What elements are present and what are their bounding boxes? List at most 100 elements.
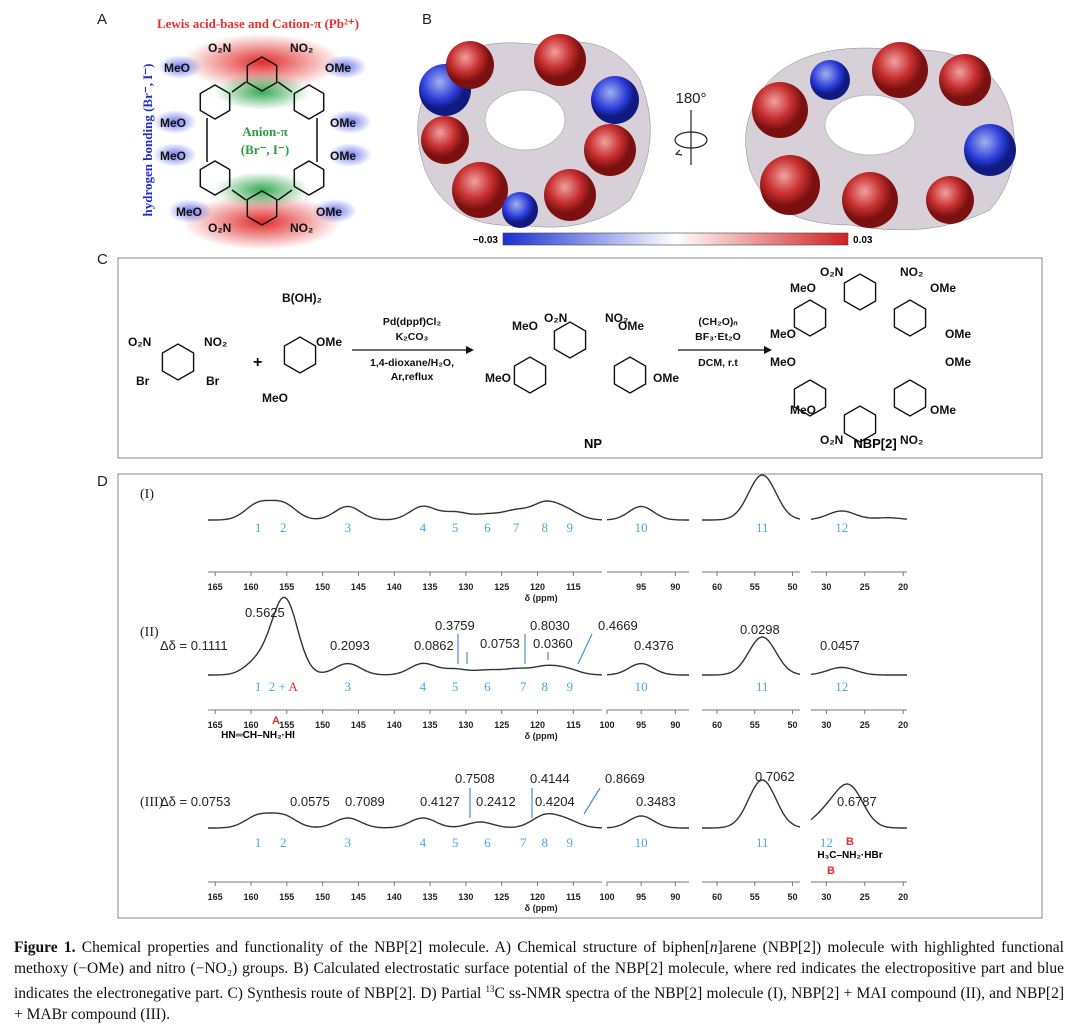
benzene-ring	[246, 190, 278, 226]
delta-value: 0.4204	[535, 794, 575, 809]
compound-a-mark: A	[272, 715, 280, 727]
spectrum-name: (III)	[140, 795, 164, 810]
blue-glow	[153, 143, 197, 167]
tick-label: 50	[787, 582, 797, 592]
delta-value: 0.3483	[636, 794, 676, 809]
benzene-ring	[513, 356, 547, 394]
lewis-acid-title: Lewis acid-base and Cation-π (Pb²⁺)	[157, 16, 359, 31]
tick-label: 90	[670, 892, 680, 902]
spectrum-line	[208, 596, 603, 676]
blue-glow	[168, 199, 212, 223]
rotation-label: 180°	[675, 90, 706, 107]
bond	[231, 81, 247, 93]
nbp-ome: OMe	[930, 281, 956, 295]
peak-label: 11	[756, 835, 769, 850]
nbp2-structure	[199, 56, 325, 226]
tick-label: 160	[243, 720, 258, 730]
red-highlight-bottom	[182, 194, 342, 250]
tick-label: 140	[387, 582, 402, 592]
colorbar-min: −0.03	[473, 235, 499, 246]
tick-label: 155	[279, 892, 294, 902]
peak-label: 4	[420, 835, 427, 850]
benzene-ring	[293, 84, 325, 120]
peak-label: 3	[344, 835, 351, 850]
delta-value: 0.0862	[414, 638, 454, 653]
hydrogen-bonding-label: hydrogen bonding (Br⁻, I⁻)	[140, 64, 155, 217]
np-meo: MeO	[512, 319, 538, 333]
delta-value: 0.2093	[330, 638, 370, 653]
benzene-ring	[843, 273, 877, 311]
step1-catalyst: Pd(dppf)Cl₂	[383, 316, 442, 328]
tick-label: 30	[821, 892, 831, 902]
tick-label: 140	[387, 720, 402, 730]
peak-label: 10	[635, 835, 648, 850]
delta-value: 0.0753	[480, 636, 520, 651]
peak-label: 8	[541, 679, 548, 694]
rotate-arrow-icon	[674, 110, 708, 165]
peak-label: 4	[420, 520, 427, 535]
compound-a-structure: HN═CH–NH₂·HI	[221, 730, 295, 741]
green-highlight-bottom	[214, 172, 310, 208]
tick-label: 20	[898, 582, 908, 592]
tick-label: 60	[712, 892, 722, 902]
tick-label: 135	[423, 582, 438, 592]
tick-label: 55	[750, 720, 760, 730]
tick-label: 130	[458, 892, 473, 902]
tick-label: 120	[530, 892, 545, 902]
panel-c: C O₂N NO₂ Br Br + B(OH)₂ OMe MeO Pd(dppf…	[97, 251, 1043, 459]
tick-label: 165	[208, 582, 223, 592]
panel-b: B 180° −0.03 0.03	[417, 11, 1016, 246]
delta-value: 0.0298	[740, 622, 780, 637]
tick-label: 165	[208, 720, 223, 730]
delta-value: 0.7089	[345, 794, 385, 809]
nbp-ome: OMe	[945, 327, 971, 341]
compound-b-mark: B	[846, 836, 854, 848]
step1-base: K₂CO₃	[396, 331, 429, 343]
blue-glow	[328, 110, 372, 134]
delta-value: 0.5625	[245, 605, 285, 620]
tick-label: 145	[351, 582, 366, 592]
shift-arrow	[583, 787, 601, 815]
delta-value: Δδ = 0.0753	[160, 794, 231, 809]
nbp-ome: OMe	[945, 355, 971, 369]
bond	[231, 189, 247, 201]
spectrum-line	[702, 779, 801, 829]
spectrum-line	[606, 662, 689, 676]
tick-label: 145	[351, 892, 366, 902]
tick-label: 95	[636, 892, 646, 902]
peak-label: 6	[484, 520, 491, 535]
blue-glow	[313, 199, 357, 223]
tick-label: 115	[566, 720, 581, 730]
ome-label: OMe	[316, 205, 342, 219]
meo-label: MeO	[160, 116, 186, 130]
benzene-ring	[293, 160, 325, 196]
nbp-o2n: O₂N	[820, 265, 843, 279]
peak-label: 5	[452, 835, 459, 850]
peak-label: 9	[567, 679, 574, 694]
panel-a: A Lewis acid-base and Cation-π (Pb²⁺) hy…	[97, 11, 372, 250]
no2-label: NO₂	[290, 41, 313, 55]
np-ome: OMe	[653, 371, 679, 385]
blue-methoxy-highlights	[153, 55, 372, 223]
benzene-ring	[793, 299, 827, 337]
tick-label: 25	[860, 582, 870, 592]
blue-glow	[153, 110, 197, 134]
np-o2n: O₂N	[544, 311, 567, 325]
peak-label: 2	[280, 520, 287, 535]
peak-label: 9	[567, 835, 574, 850]
plus-sign: +	[253, 354, 262, 371]
peak-label: 7	[513, 520, 520, 535]
red-highlight-top	[182, 34, 342, 90]
delta-value: 0.8030	[530, 618, 570, 633]
anion-pi-ions: (Br⁻, I⁻)	[241, 142, 289, 157]
tick-label: 100	[599, 892, 614, 902]
sm2-meo: MeO	[262, 391, 288, 405]
bond	[277, 189, 293, 201]
blue-glow	[323, 55, 367, 79]
no2-label: O₂N	[208, 221, 231, 235]
delta-value: 0.4144	[530, 771, 570, 786]
tick-label: 140	[387, 892, 402, 902]
delta-value: 0.7062	[755, 769, 795, 784]
